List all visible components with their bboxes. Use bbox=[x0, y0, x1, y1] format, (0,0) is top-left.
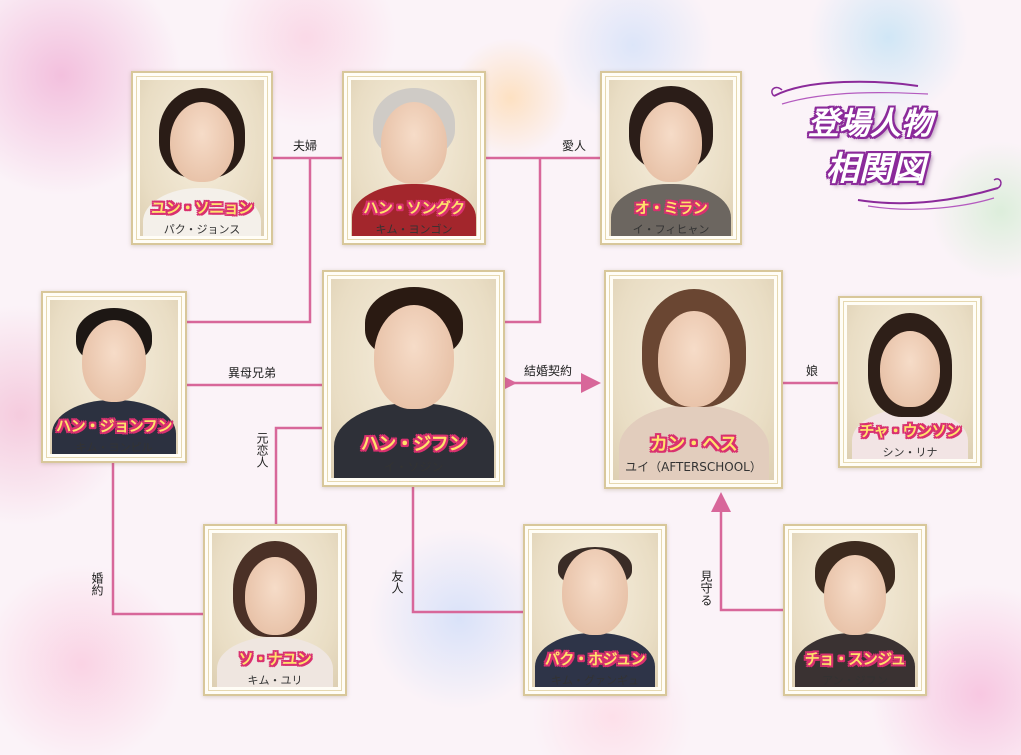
line-couple-son bbox=[187, 158, 312, 324]
card-so-nayun: ソ・ナユン キム・ユリ bbox=[203, 524, 347, 696]
card-han-jeonghun: ハン・ジョンフン キム・ヨンピル bbox=[41, 291, 187, 463]
line-ex-lover bbox=[274, 426, 322, 526]
photo bbox=[212, 533, 338, 687]
photo bbox=[532, 533, 658, 687]
actor-name: キム・ユリ bbox=[247, 674, 303, 687]
photo bbox=[613, 279, 774, 480]
actor-name: キム・ヨンゴン bbox=[375, 223, 453, 236]
line-friend bbox=[411, 487, 526, 614]
card-kang-hesu: カン・ヘス ユイ（AFTERSCHOOL） bbox=[604, 270, 783, 489]
line-lover-son bbox=[505, 158, 542, 324]
card-cho-seungju: チョ・スンジュ アン・ジフン bbox=[783, 524, 927, 696]
photo bbox=[140, 80, 264, 236]
photo bbox=[351, 80, 477, 236]
label-engaged: 婚約 bbox=[90, 572, 104, 596]
actor-name: アン・ジフン bbox=[822, 674, 888, 687]
card-cha-unson: チャ・ウンソン シン・リナ bbox=[838, 296, 982, 468]
actor-name: イ・フィヒャン bbox=[632, 223, 710, 236]
card-oh-miran: オ・ミラン イ・フィヒャン bbox=[600, 71, 742, 245]
character-name: カン・ヘス bbox=[649, 434, 738, 455]
character-name: ユン・ソニョン bbox=[151, 199, 253, 217]
card-han-songguk: ハン・ソングク キム・ヨンゴン bbox=[342, 71, 486, 245]
label-watches: 見守る bbox=[699, 570, 713, 606]
title-line-2: 相関図 bbox=[826, 149, 925, 188]
character-name: ハン・ジフン bbox=[360, 434, 467, 455]
photo bbox=[847, 305, 973, 459]
card-han-jihun: ハン・ジフン イ・ソジン bbox=[322, 270, 505, 487]
character-name: オ・ミラン bbox=[634, 199, 708, 217]
photo bbox=[50, 300, 178, 454]
character-name: パク・ホジュン bbox=[544, 650, 646, 668]
actor-name: イ・ソジン bbox=[383, 460, 444, 474]
title-flourish-icon bbox=[771, 80, 1002, 210]
label-ex-lover: 元恋人 bbox=[255, 432, 269, 468]
title-line-1: 登場人物 bbox=[808, 106, 932, 142]
chart-title: 登場人物 相関図 bbox=[768, 76, 1004, 216]
photo bbox=[792, 533, 918, 687]
character-name: ソ・ナユン bbox=[238, 650, 312, 668]
actor-name: キム・グァンギュ bbox=[551, 674, 639, 687]
line-engaged bbox=[111, 463, 206, 616]
label-couple: 夫婦 bbox=[293, 139, 318, 153]
actor-name: ユイ（AFTERSCHOOL） bbox=[625, 460, 762, 474]
label-friend: 友人 bbox=[390, 570, 404, 594]
label-half-brothers: 異母兄弟 bbox=[228, 366, 277, 380]
label-contract-marriage: 結婚契約 bbox=[524, 364, 573, 378]
character-name: チョ・スンジュ bbox=[804, 650, 906, 668]
label-lover: 愛人 bbox=[562, 139, 587, 153]
actor-name: シン・リナ bbox=[882, 446, 938, 459]
card-yun-sonyeon: ユン・ソニョン パク・ジョンス bbox=[131, 71, 273, 245]
character-name: ハン・ジョンフン bbox=[56, 417, 172, 435]
photo bbox=[331, 279, 496, 478]
line-watches bbox=[711, 492, 783, 612]
label-daughter: 娘 bbox=[806, 364, 819, 378]
actor-name: キム・ヨンピル bbox=[75, 441, 153, 454]
photo bbox=[609, 80, 733, 236]
actor-name: パク・ジョンス bbox=[163, 223, 241, 236]
card-park-hojun: パク・ホジュン キム・グァンギュ bbox=[523, 524, 667, 696]
character-name: ハン・ソングク bbox=[363, 199, 465, 217]
character-name: チャ・ウンソン bbox=[859, 422, 961, 440]
